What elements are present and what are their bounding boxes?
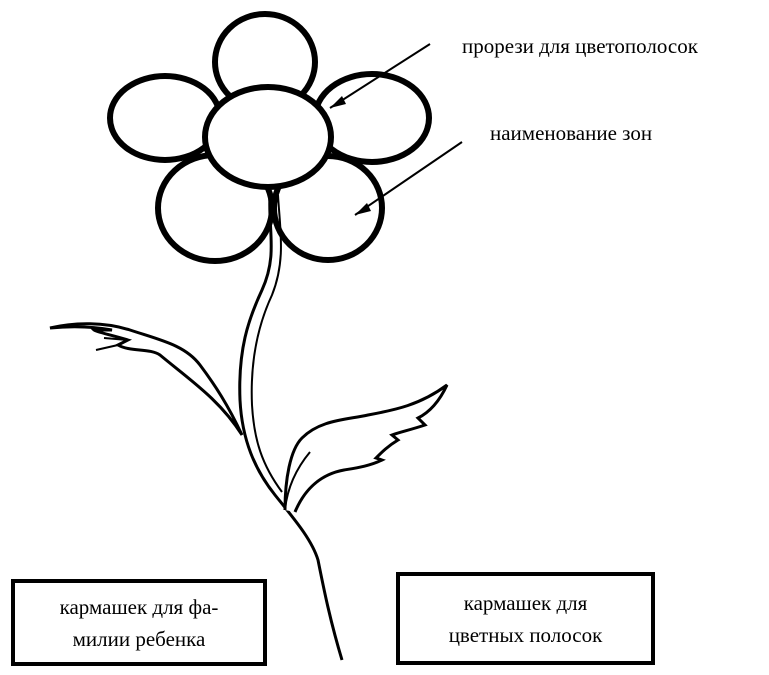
pocket-surname-line1: кармашек для фа- <box>60 591 219 623</box>
flower-center <box>205 87 331 187</box>
pocket-strips-line1: кармашек для <box>449 587 603 619</box>
right-leaf <box>285 385 447 512</box>
left-leaf <box>50 324 242 435</box>
label-slits: прорези для цветополосок <box>462 33 698 59</box>
pocket-color-strips-box: кармашек для цветных полосок <box>396 572 655 665</box>
pocket-strips-line2: цветных полосок <box>449 619 603 651</box>
pocket-surname-line2: милии ребенка <box>60 623 219 655</box>
label-zone-names: наименование зон <box>490 120 652 146</box>
pocket-surname-box: кармашек для фа- милии ребенка <box>11 579 267 666</box>
